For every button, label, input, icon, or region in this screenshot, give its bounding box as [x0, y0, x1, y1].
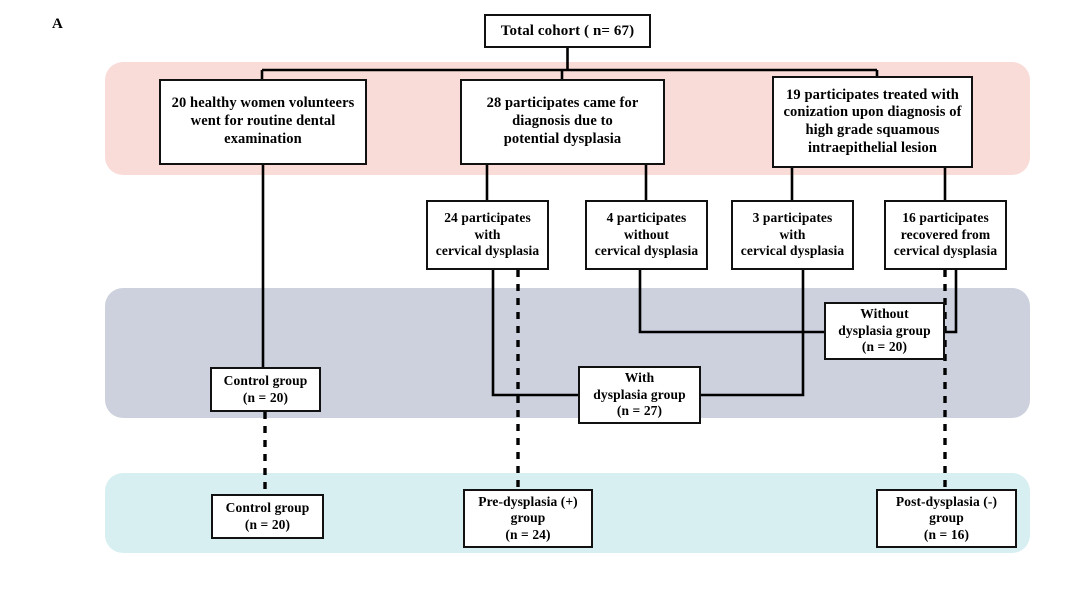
node-4-without-cervical-dysplasia[interactable]: 4 participates without cervical dysplasi…: [585, 200, 708, 270]
node-without-dysplasia-group-label: Without dysplasia group (n = 20): [838, 306, 931, 355]
node-24-with-cervical-dysplasia-label: 24 participates with cervical dysplasia: [435, 210, 540, 259]
node-control-group-final[interactable]: Control group (n = 20): [211, 494, 324, 539]
node-control-group-mid-label: Control group (n = 20): [223, 373, 308, 405]
node-with-dysplasia-group-label: With dysplasia group (n = 27): [593, 370, 686, 419]
node-3-with-cervical-dysplasia[interactable]: 3 participates with cervical dysplasia: [731, 200, 854, 270]
node-post-dysplasia-group-label: Post-dysplasia (-) group (n = 16): [895, 493, 998, 542]
node-without-dysplasia-group[interactable]: Without dysplasia group (n = 20): [824, 302, 945, 360]
node-total-cohort[interactable]: Total cohort ( n= 67): [484, 14, 651, 48]
node-with-dysplasia-group[interactable]: With dysplasia group (n = 27): [578, 366, 701, 424]
node-came-for-diagnosis[interactable]: 28 participates came for diagnosis due t…: [460, 79, 665, 165]
node-post-dysplasia-group[interactable]: Post-dysplasia (-) group (n = 16): [876, 489, 1017, 548]
node-healthy-volunteers-label: 20 healthy women volunteers went for rou…: [171, 95, 355, 147]
node-16-recovered-label: 16 participates recovered from cervical …: [893, 210, 998, 259]
node-4-without-cervical-dysplasia-label: 4 participates without cervical dysplasi…: [594, 210, 699, 259]
node-conization-treated-label: 19 participates treated with conization …: [783, 86, 962, 156]
node-conization-treated[interactable]: 19 participates treated with conization …: [772, 76, 973, 168]
node-16-recovered[interactable]: 16 participates recovered from cervical …: [884, 200, 1007, 270]
node-healthy-volunteers[interactable]: 20 healthy women volunteers went for rou…: [159, 79, 367, 165]
node-control-group-mid[interactable]: Control group (n = 20): [210, 367, 321, 412]
node-pre-dysplasia-group-label: Pre-dysplasia (+) group (n = 24): [478, 493, 578, 542]
panel-letter: A: [52, 16, 63, 32]
node-3-with-cervical-dysplasia-label: 3 participates with cervical dysplasia: [740, 210, 845, 259]
node-control-group-final-label: Control group (n = 20): [225, 500, 310, 532]
node-pre-dysplasia-group[interactable]: Pre-dysplasia (+) group (n = 24): [463, 489, 593, 548]
node-24-with-cervical-dysplasia[interactable]: 24 participates with cervical dysplasia: [426, 200, 549, 270]
node-total-cohort-label: Total cohort ( n= 67): [500, 22, 635, 39]
node-came-for-diagnosis-label: 28 participates came for diagnosis due t…: [486, 95, 639, 147]
